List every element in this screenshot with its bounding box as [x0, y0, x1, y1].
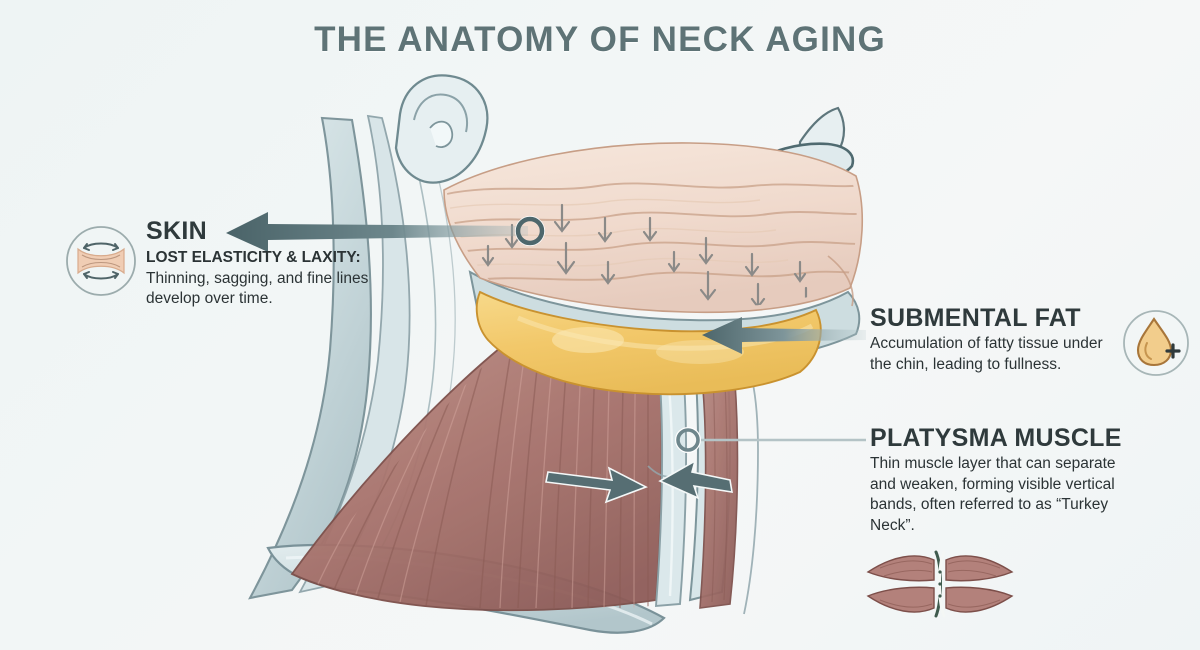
skin-elasticity-icon [66, 226, 136, 296]
page-title: THE ANATOMY OF NECK AGING [314, 20, 886, 59]
callout-platysma-body: Thin muscle layer that can separate and … [870, 455, 1116, 535]
platysma-leader-line [675, 427, 866, 453]
callout-skin: SKIN LOST ELASTICITY & LAXITY: Thinning,… [146, 218, 416, 310]
muscle-band-arrows [545, 459, 733, 504]
callout-fat-heading: SUBMENTAL FAT [870, 304, 1081, 332]
skin-pointer-arrow [226, 212, 545, 252]
callout-submental-fat: SUBMENTAL FAT Accumulation of fatty tiss… [870, 305, 1120, 375]
callout-skin-heading: SKIN [146, 217, 207, 245]
callout-skin-body: Thinning, sagging, and fine lines develo… [146, 269, 369, 308]
callout-platysma-heading: PLATYSMA MUSCLE [870, 424, 1122, 452]
callout-fat-body: Accumulation of fatty tissue under the c… [870, 335, 1103, 373]
fat-droplet-plus-icon [1123, 310, 1189, 376]
callout-platysma-muscle: PLATYSMA MUSCLE Thin muscle layer that c… [870, 425, 1140, 537]
separating-muscle-icon [866, 550, 1014, 618]
submental-fat-pointer-arrow [702, 317, 866, 354]
callout-skin-subheading: LOST ELASTICITY & LAXITY: [146, 249, 361, 267]
